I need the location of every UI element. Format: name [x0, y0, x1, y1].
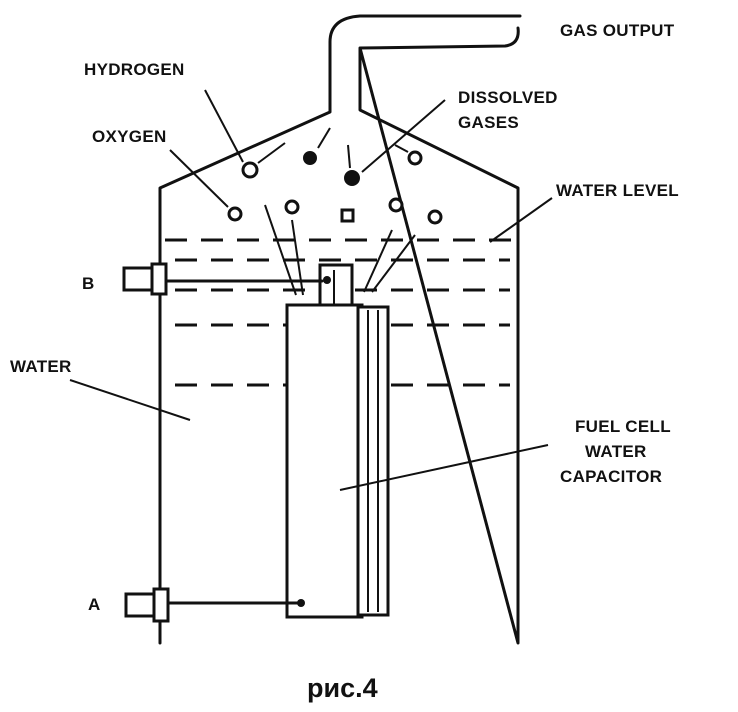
bubble-arrow-1: [257, 142, 286, 164]
vessel-outline: [158, 14, 522, 645]
bubble-arrow-4: [394, 144, 409, 153]
water-label: WATER: [10, 357, 72, 376]
hydrogen-label: HYDROGEN: [84, 60, 185, 79]
bubble-1: [227, 206, 243, 222]
bubble-arrow-3: [347, 144, 351, 169]
terminal-b-connector: [122, 266, 156, 292]
bubble-arrow-2: [317, 127, 331, 149]
fuel-cell-plate-front: [356, 305, 390, 617]
top-terminal-bolt: [323, 276, 331, 284]
bubble-track-1: [264, 204, 297, 296]
oxygen-label: OXYGEN: [92, 127, 167, 146]
leader-water-level: [489, 197, 553, 243]
terminal-b-nut: [150, 262, 168, 296]
bubble-4: [388, 197, 404, 213]
top-terminal-block: [318, 263, 354, 307]
bubble-track-4: [371, 234, 416, 293]
figure-caption: рис.4: [307, 673, 378, 703]
terminal-b-label: B: [82, 274, 95, 293]
bubble-5: [427, 209, 443, 225]
bubble-3: [340, 208, 355, 223]
bubble-8: [344, 170, 360, 186]
water-level-label: WATER LEVEL: [556, 181, 679, 200]
leader-water: [69, 379, 191, 421]
dissolved-label: DISSOLVED: [458, 88, 558, 107]
leader-fuel-cell: [339, 444, 549, 491]
bubble-2: [284, 199, 300, 215]
bubble-track-3: [363, 229, 393, 293]
terminal-a-bolt: [297, 599, 305, 607]
leader-hydrogen: [204, 89, 244, 163]
bubble-6: [241, 161, 259, 179]
terminal-a-nut: [152, 587, 170, 623]
bubble-9: [407, 150, 423, 166]
capacitor-label: CAPACITOR: [560, 467, 662, 486]
leader-dissolved-gases: [361, 99, 446, 173]
bubble-track-2: [291, 219, 304, 296]
fuel-cell-label: FUEL CELL: [575, 417, 671, 436]
water-capacitor-label: WATER: [585, 442, 647, 461]
leader-oxygen: [169, 149, 229, 208]
gas-output-label: GAS OUTPUT: [560, 21, 675, 40]
bubble-7: [303, 151, 317, 165]
terminal-a-label: A: [88, 595, 101, 614]
terminal-a-connector: [124, 592, 158, 618]
fuel-cell-body: [285, 303, 364, 619]
gases-label: GASES: [458, 113, 519, 132]
